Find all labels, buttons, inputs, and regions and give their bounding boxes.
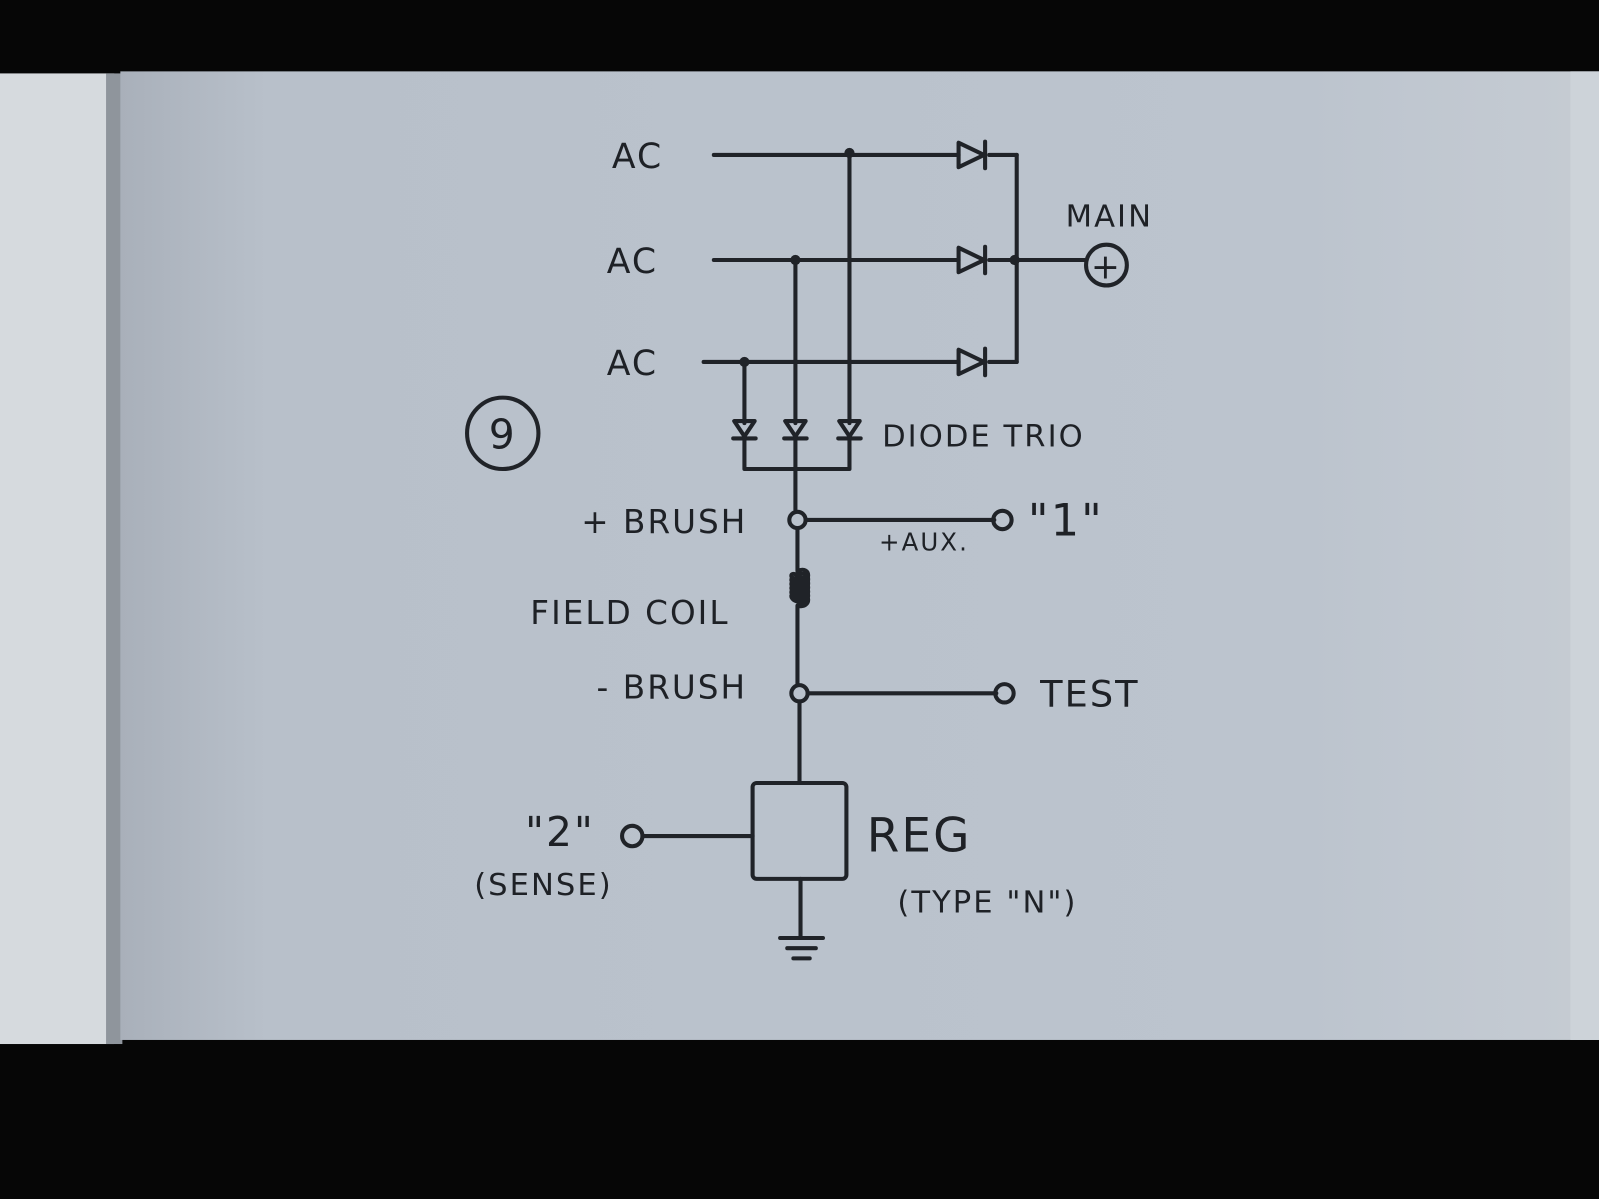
main-terminal-sign: + [1091, 247, 1122, 287]
terminal-1-label: "1" [1028, 493, 1104, 546]
minus-brush-label: - BRUSH [597, 668, 748, 706]
field-coil-icon [789, 526, 811, 688]
sense-label: (SENSE) [474, 868, 612, 903]
reg-type-label: (TYPE "N") [897, 886, 1077, 921]
junction-dot [844, 147, 855, 159]
diode-trio-icon [731, 419, 863, 512]
figure-number: 9 [489, 411, 517, 459]
junction-dot [790, 254, 801, 266]
rectifier-diode-icon [956, 346, 988, 378]
ground-icon [778, 876, 825, 961]
left-page [0, 73, 115, 1045]
rectifier-diode-icon [956, 139, 988, 171]
plus-brush-label: + BRUSH [581, 503, 747, 541]
junction-dot [1009, 254, 1020, 266]
terminal-2-icon [620, 823, 645, 849]
main-terminal-icon [1084, 242, 1129, 288]
figure-number-circle [465, 395, 541, 472]
rectifier-diode-icon [956, 244, 988, 276]
field-coil-label: FIELD COIL [530, 594, 729, 632]
junction-dot [739, 356, 750, 368]
terminal-2-label: "2" [525, 808, 595, 856]
ac-label-2: AC [607, 242, 658, 282]
diode-trio-label: DIODE TRIO [882, 420, 1085, 455]
plus-aux-label: +AUX. [879, 528, 969, 557]
main-label: MAIN [1066, 199, 1153, 234]
ac-label-3: AC [607, 344, 658, 384]
reg-label: REG [867, 808, 972, 863]
page-edge [1570, 71, 1599, 1040]
test-terminal-icon [993, 682, 1016, 705]
test-label: TEST [1039, 673, 1139, 716]
book-spine [106, 73, 123, 1045]
terminal-1-icon [991, 508, 1014, 532]
ac-label-1: AC [612, 137, 663, 177]
right-page [120, 71, 1599, 1040]
